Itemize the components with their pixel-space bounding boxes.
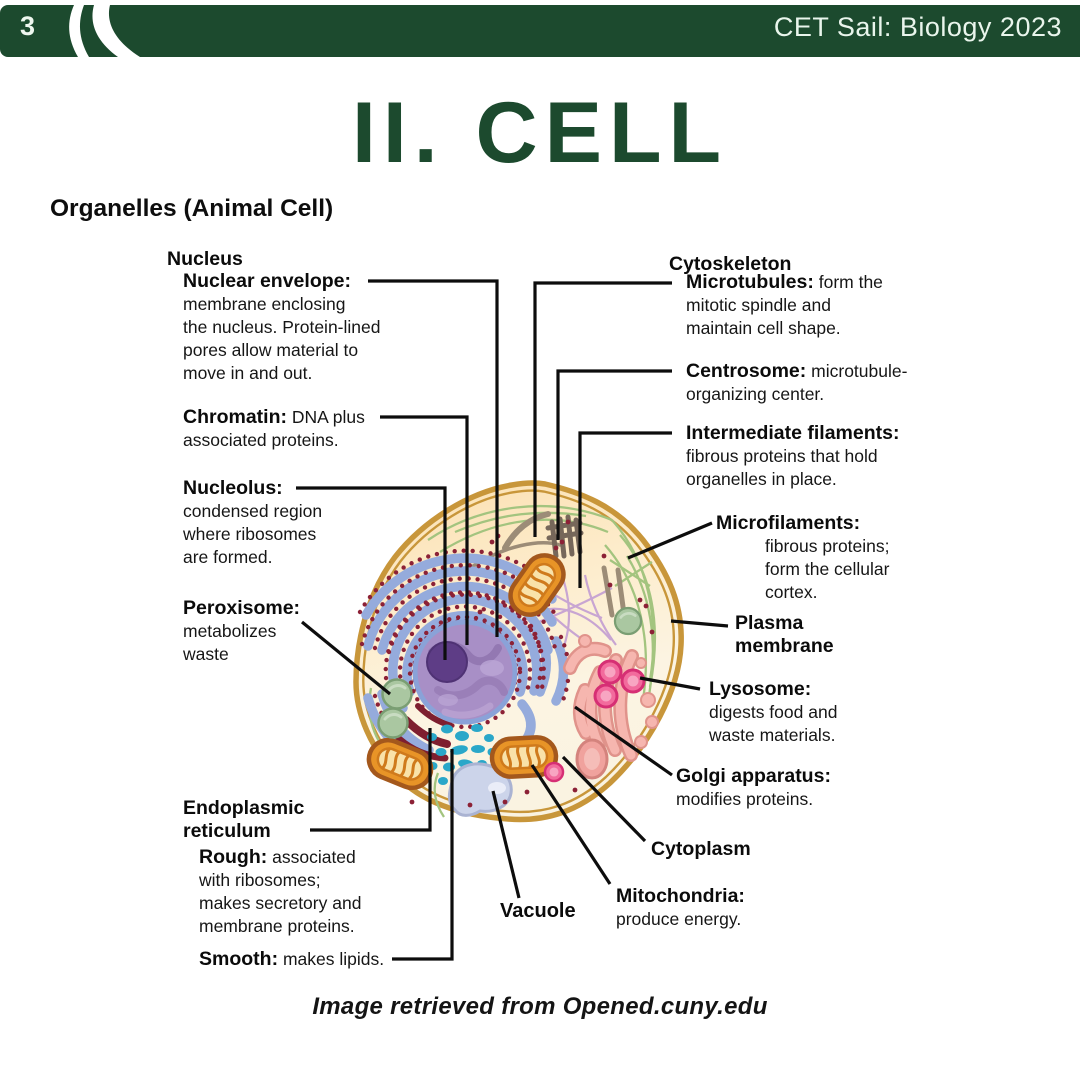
leader-nuclear-envelope [368,279,499,637]
label-peroxisome: Peroxisome: metabolizes waste [183,597,301,664]
leader-smooth-er [392,749,454,961]
page-title: II. CELL [351,85,729,181]
label-plasma-membrane: Plasma membrane [735,612,834,657]
leader-nucleolus [296,486,447,660]
leader-lysosome [639,676,701,691]
centrosome-shape [545,514,584,559]
label-endoplasmic-reticulum: Endoplasmic reticulum [183,797,305,842]
leader-peroxisome [300,620,392,696]
header-course-title: CET Sail: Biology 2023 [773,12,1062,42]
label-nucleolus: Nucleolus: condensed region where riboso… [183,477,323,567]
leader-chromatin [380,415,469,645]
label-mitochondria: Mitochondria: produce energy. [616,885,745,929]
label-golgi-apparatus: Golgi apparatus: modifies proteins. [676,765,831,809]
label-cytoskeleton: Cytoskeleton [669,253,792,275]
sail-logo-icon [69,5,140,57]
label-rough-er: Rough: associated with ribosomes; makes … [199,846,362,936]
page-number: 3 [20,11,36,41]
leader-vacuole [491,790,521,899]
image-credit: Image retrieved from Opened.cuny.edu [312,993,768,1020]
leader-cytoplasm [561,755,647,843]
leader-intermediate-filaments [578,431,672,588]
section-subtitle: Organelles (Animal Cell) [50,195,334,222]
leader-golgi-apparatus [574,705,673,777]
leader-microfilaments [627,521,713,560]
label-smooth-er: Smooth: makes lipids. [199,948,385,970]
label-intermediate-filaments: Intermediate filaments: fibrous proteins… [686,422,900,489]
label-cytoplasm: Cytoplasm [651,838,751,860]
leader-mitochondria [530,764,612,885]
label-microfilaments: Microfilaments: fibrous proteins; form t… [716,512,890,602]
label-lysosome: Lysosome: digests food and waste materia… [709,678,838,745]
label-vacuole: Vacuole [500,900,576,922]
leader-plasma-membrane [670,619,729,628]
label-microtubules: Microtubules: form the mitotic spindle a… [686,271,883,338]
header-bar [0,5,1080,57]
nucleolus-shape [426,641,468,683]
nucleus-shape [412,619,518,725]
label-nuclear-envelope: Nuclear envelope: membrane enclosing the… [183,270,381,383]
leader-microtubules [533,281,672,537]
label-chromatin: Chromatin: DNA plus associated proteins. [183,406,365,450]
label-nucleus: Nucleus [167,248,243,270]
leader-centrosome [556,369,672,540]
lysosome-shapes [543,659,646,783]
leader-endoplasmic-reticulum [310,728,432,832]
label-centrosome: Centrosome: microtubule- organizing cent… [686,360,908,404]
